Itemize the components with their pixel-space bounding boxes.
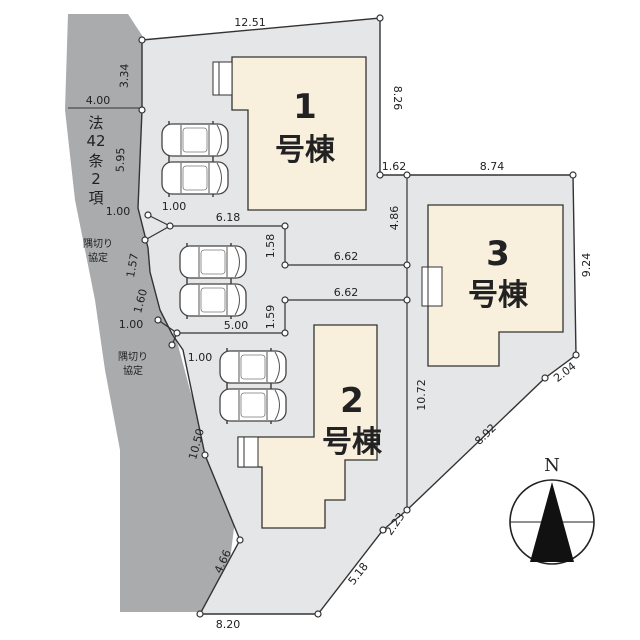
house-2-number: 2 — [340, 381, 364, 421]
road-label-1: 法 — [88, 114, 103, 132]
corner-cut-label-1a: 隅切り — [83, 238, 113, 250]
road-label-2: 42 — [86, 132, 105, 150]
house-3-footprint — [427, 204, 564, 367]
road-label-4: 2 — [91, 170, 101, 188]
parking-car-2b — [219, 385, 287, 425]
house-1 — [212, 56, 367, 211]
north-compass: N — [509, 455, 595, 565]
road-label-5: 項 — [88, 189, 103, 207]
house-1-footprint — [231, 56, 367, 211]
corner-cut-label-2a: 隅切り — [118, 351, 148, 363]
parking-car-2a — [219, 347, 287, 387]
house-2-entrance — [237, 436, 259, 468]
dim-bottom: 8.20 — [216, 618, 241, 631]
parking-car-3b — [179, 280, 247, 320]
corner-cut-lines — [144, 214, 178, 346]
dim-drive-mid-len: 6.62 — [334, 250, 359, 263]
compass-needle — [530, 482, 574, 562]
house-2-label: 号棟 — [322, 425, 383, 460]
dim-cut1-b: 1.00 — [162, 200, 187, 213]
dim-left-mid: 1.57 — [124, 252, 141, 278]
house-3-entrance — [421, 266, 443, 307]
house-3 — [421, 204, 564, 367]
vertex-markers — [138, 14, 580, 618]
road-area — [65, 14, 235, 612]
dim-top: 12.51 — [234, 16, 266, 29]
dim-lot3-top: 8.74 — [480, 160, 505, 173]
parking-car-3a — [179, 242, 247, 282]
dim-lot3-left: 4.86 — [388, 206, 401, 231]
house-2 — [237, 324, 378, 529]
house-3-number: 3 — [486, 234, 510, 274]
dim-drive-lower-w: 1.59 — [264, 305, 277, 330]
dim-cut2-b: 1.00 — [188, 351, 213, 364]
dim-lot2-right: 10.72 — [415, 379, 428, 411]
dim-road-width: 4.00 — [86, 94, 111, 107]
house-1-label: 号棟 — [275, 133, 336, 168]
dim-left-upper: 5.95 — [114, 147, 128, 172]
dim-left-mid2: 1.60 — [131, 288, 150, 315]
dim-drive-bottom-len: 5.00 — [224, 319, 249, 332]
parking-car-1a — [161, 120, 229, 160]
dim-drive-lower-len: 6.62 — [334, 286, 359, 299]
dim-lot3-right: 9.24 — [580, 253, 593, 278]
parking-car-1b — [161, 158, 229, 198]
road-label-3: 条 — [88, 152, 103, 170]
corner-cut-label-2b: 協定 — [123, 364, 143, 377]
corner-cut-label-1b: 協定 — [88, 251, 108, 264]
house-3-label: 号棟 — [468, 278, 529, 313]
dim-step-small: 1.62 — [382, 160, 407, 173]
dim-drive-upper-len: 6.18 — [216, 211, 241, 224]
dim-cut1-a: 1.00 — [106, 205, 131, 218]
dim-drive-upper-w: 1.58 — [264, 234, 277, 259]
compass-n-label: N — [544, 455, 560, 476]
dim-lot1-right: 8.26 — [391, 86, 404, 111]
house-1-entrance — [212, 61, 233, 96]
dim-top-left: 3.34 — [118, 63, 132, 88]
dim-cut2-a: 1.00 — [119, 318, 144, 331]
house-1-number: 1 — [293, 87, 317, 127]
